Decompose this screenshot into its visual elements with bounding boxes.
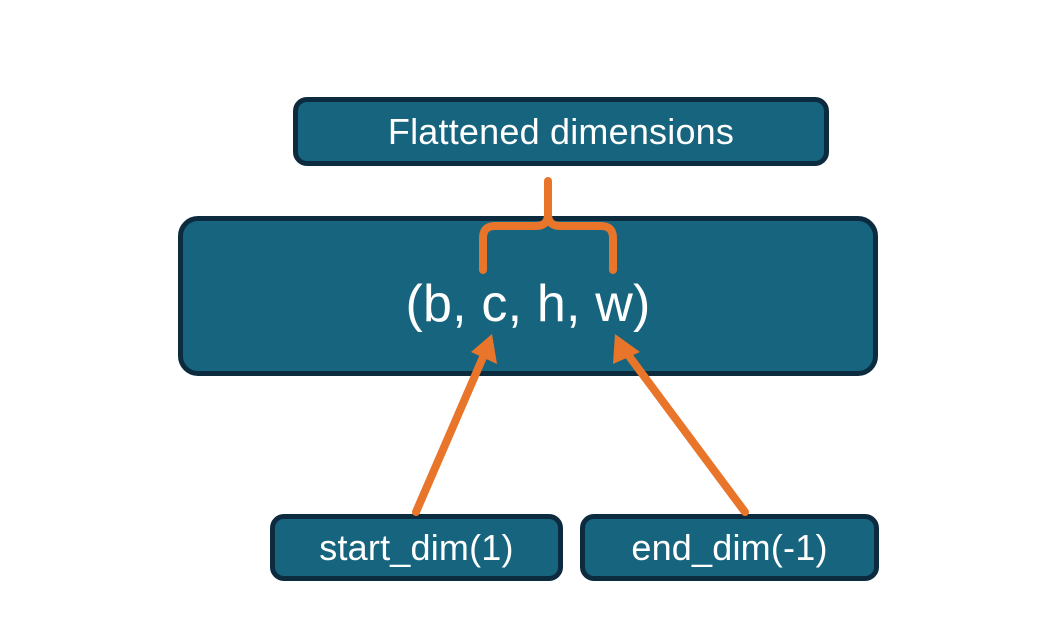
flattened-dimensions-label: Flattened dimensions	[387, 110, 735, 152]
tensor-shape-node[interactable]: (b, c, h, w)	[178, 216, 878, 376]
start-dim-arrow-icon	[412, 334, 497, 516]
tensor-shape-label: (b, c, h, w)	[405, 275, 651, 333]
end-dim-label: end_dim(-1)	[631, 526, 828, 568]
start-dim-node[interactable]: start_dim(1)	[270, 514, 563, 581]
upward-curly-brace-icon	[479, 177, 617, 274]
start-dim-label: start_dim(1)	[319, 526, 514, 568]
end-dim-arrow-icon	[613, 334, 749, 516]
end-dim-node[interactable]: end_dim(-1)	[580, 514, 879, 581]
flattened-dimensions-node[interactable]: Flattened dimensions	[293, 97, 829, 166]
